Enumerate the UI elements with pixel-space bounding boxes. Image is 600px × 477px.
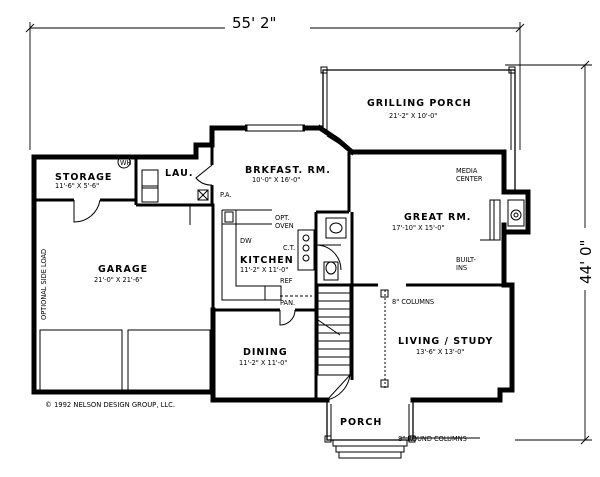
grilling-porch-size: 21'-2" X 10'-0" (389, 112, 437, 120)
media-center-label-2: CENTER (456, 175, 483, 183)
interior-walls (34, 145, 504, 400)
width-dimension: 55' 2" (25, 14, 525, 150)
laundry-fixtures (117, 155, 209, 203)
kitchen-size: 11'-2" X 11'-0" (240, 266, 288, 274)
garage-size: 21'-0" X 21'-6" (94, 276, 142, 284)
stairs (317, 284, 351, 376)
dining-name: DINING (243, 347, 288, 358)
media-center-label-1: MEDIA (456, 167, 478, 175)
storage-size: 11'-6" X 5'-6" (55, 182, 99, 190)
exterior-walls (31, 125, 531, 403)
pa-label: P.A. (220, 191, 232, 199)
dining-size: 11'-2" X 11'-0" (239, 359, 287, 367)
kitchen-name: KITCHEN (240, 255, 294, 266)
built-ins-label-2: INS (456, 264, 467, 272)
fireplace (507, 199, 525, 227)
great-room-size: 17'-10" X 15'-0" (392, 224, 445, 232)
powder-room (323, 217, 347, 281)
ref-label: REF (280, 277, 293, 285)
annotation-labels: MEDIA CENTER BUILT- INS OPT. OVEN DW C.T… (40, 159, 483, 443)
room-labels: STORAGE 11'-6" X 5'-6" LAU. BRKFAST. RM.… (55, 165, 493, 428)
front-porch (324, 400, 480, 459)
garage-doors (39, 329, 211, 393)
doors (73, 164, 351, 401)
living-study-name: LIVING / STUDY (398, 336, 493, 347)
built-ins-label-1: BUILT- (456, 256, 476, 264)
kitchen-fixtures (221, 209, 315, 301)
copyright-text: © 1992 NELSON DESIGN GROUP, LLC. (45, 401, 175, 409)
dw-label: DW (240, 237, 252, 245)
optional-side-load-label: OPTIONAL SIDE LOAD (40, 249, 48, 320)
overall-depth-label: 44' 0" (577, 240, 595, 284)
water-heater-label: WH (120, 159, 132, 167)
breakfast-bay (245, 124, 356, 156)
columns-8-label: 8" COLUMNS (392, 298, 434, 306)
round-columns-label: 8" ROUND COLUMNS (398, 435, 467, 443)
overall-width-label: 55' 2" (232, 14, 276, 32)
opt-oven-label-1: OPT. (275, 214, 290, 222)
laundry-name: LAU. (165, 168, 193, 179)
living-study-size: 13'-6" X 13'-0" (416, 348, 464, 356)
great-room-name: GREAT RM. (404, 212, 471, 223)
built-ins (480, 199, 501, 241)
grilling-porch-name: GRILLING PORCH (367, 98, 472, 109)
opt-oven-label-2: OVEN (275, 222, 294, 230)
breakfast-name: BRKFAST. RM. (245, 165, 331, 176)
pantry-label: PAN. (280, 299, 295, 307)
depth-dimension: 44' 0" (505, 60, 595, 445)
breakfast-size: 10'-0" X 16'-0" (252, 176, 300, 184)
garage-name: GARAGE (98, 264, 148, 275)
ct-label: C.T. (283, 244, 295, 252)
porch-name: PORCH (340, 417, 382, 428)
columns (380, 289, 389, 390)
storage-name: STORAGE (55, 172, 112, 183)
